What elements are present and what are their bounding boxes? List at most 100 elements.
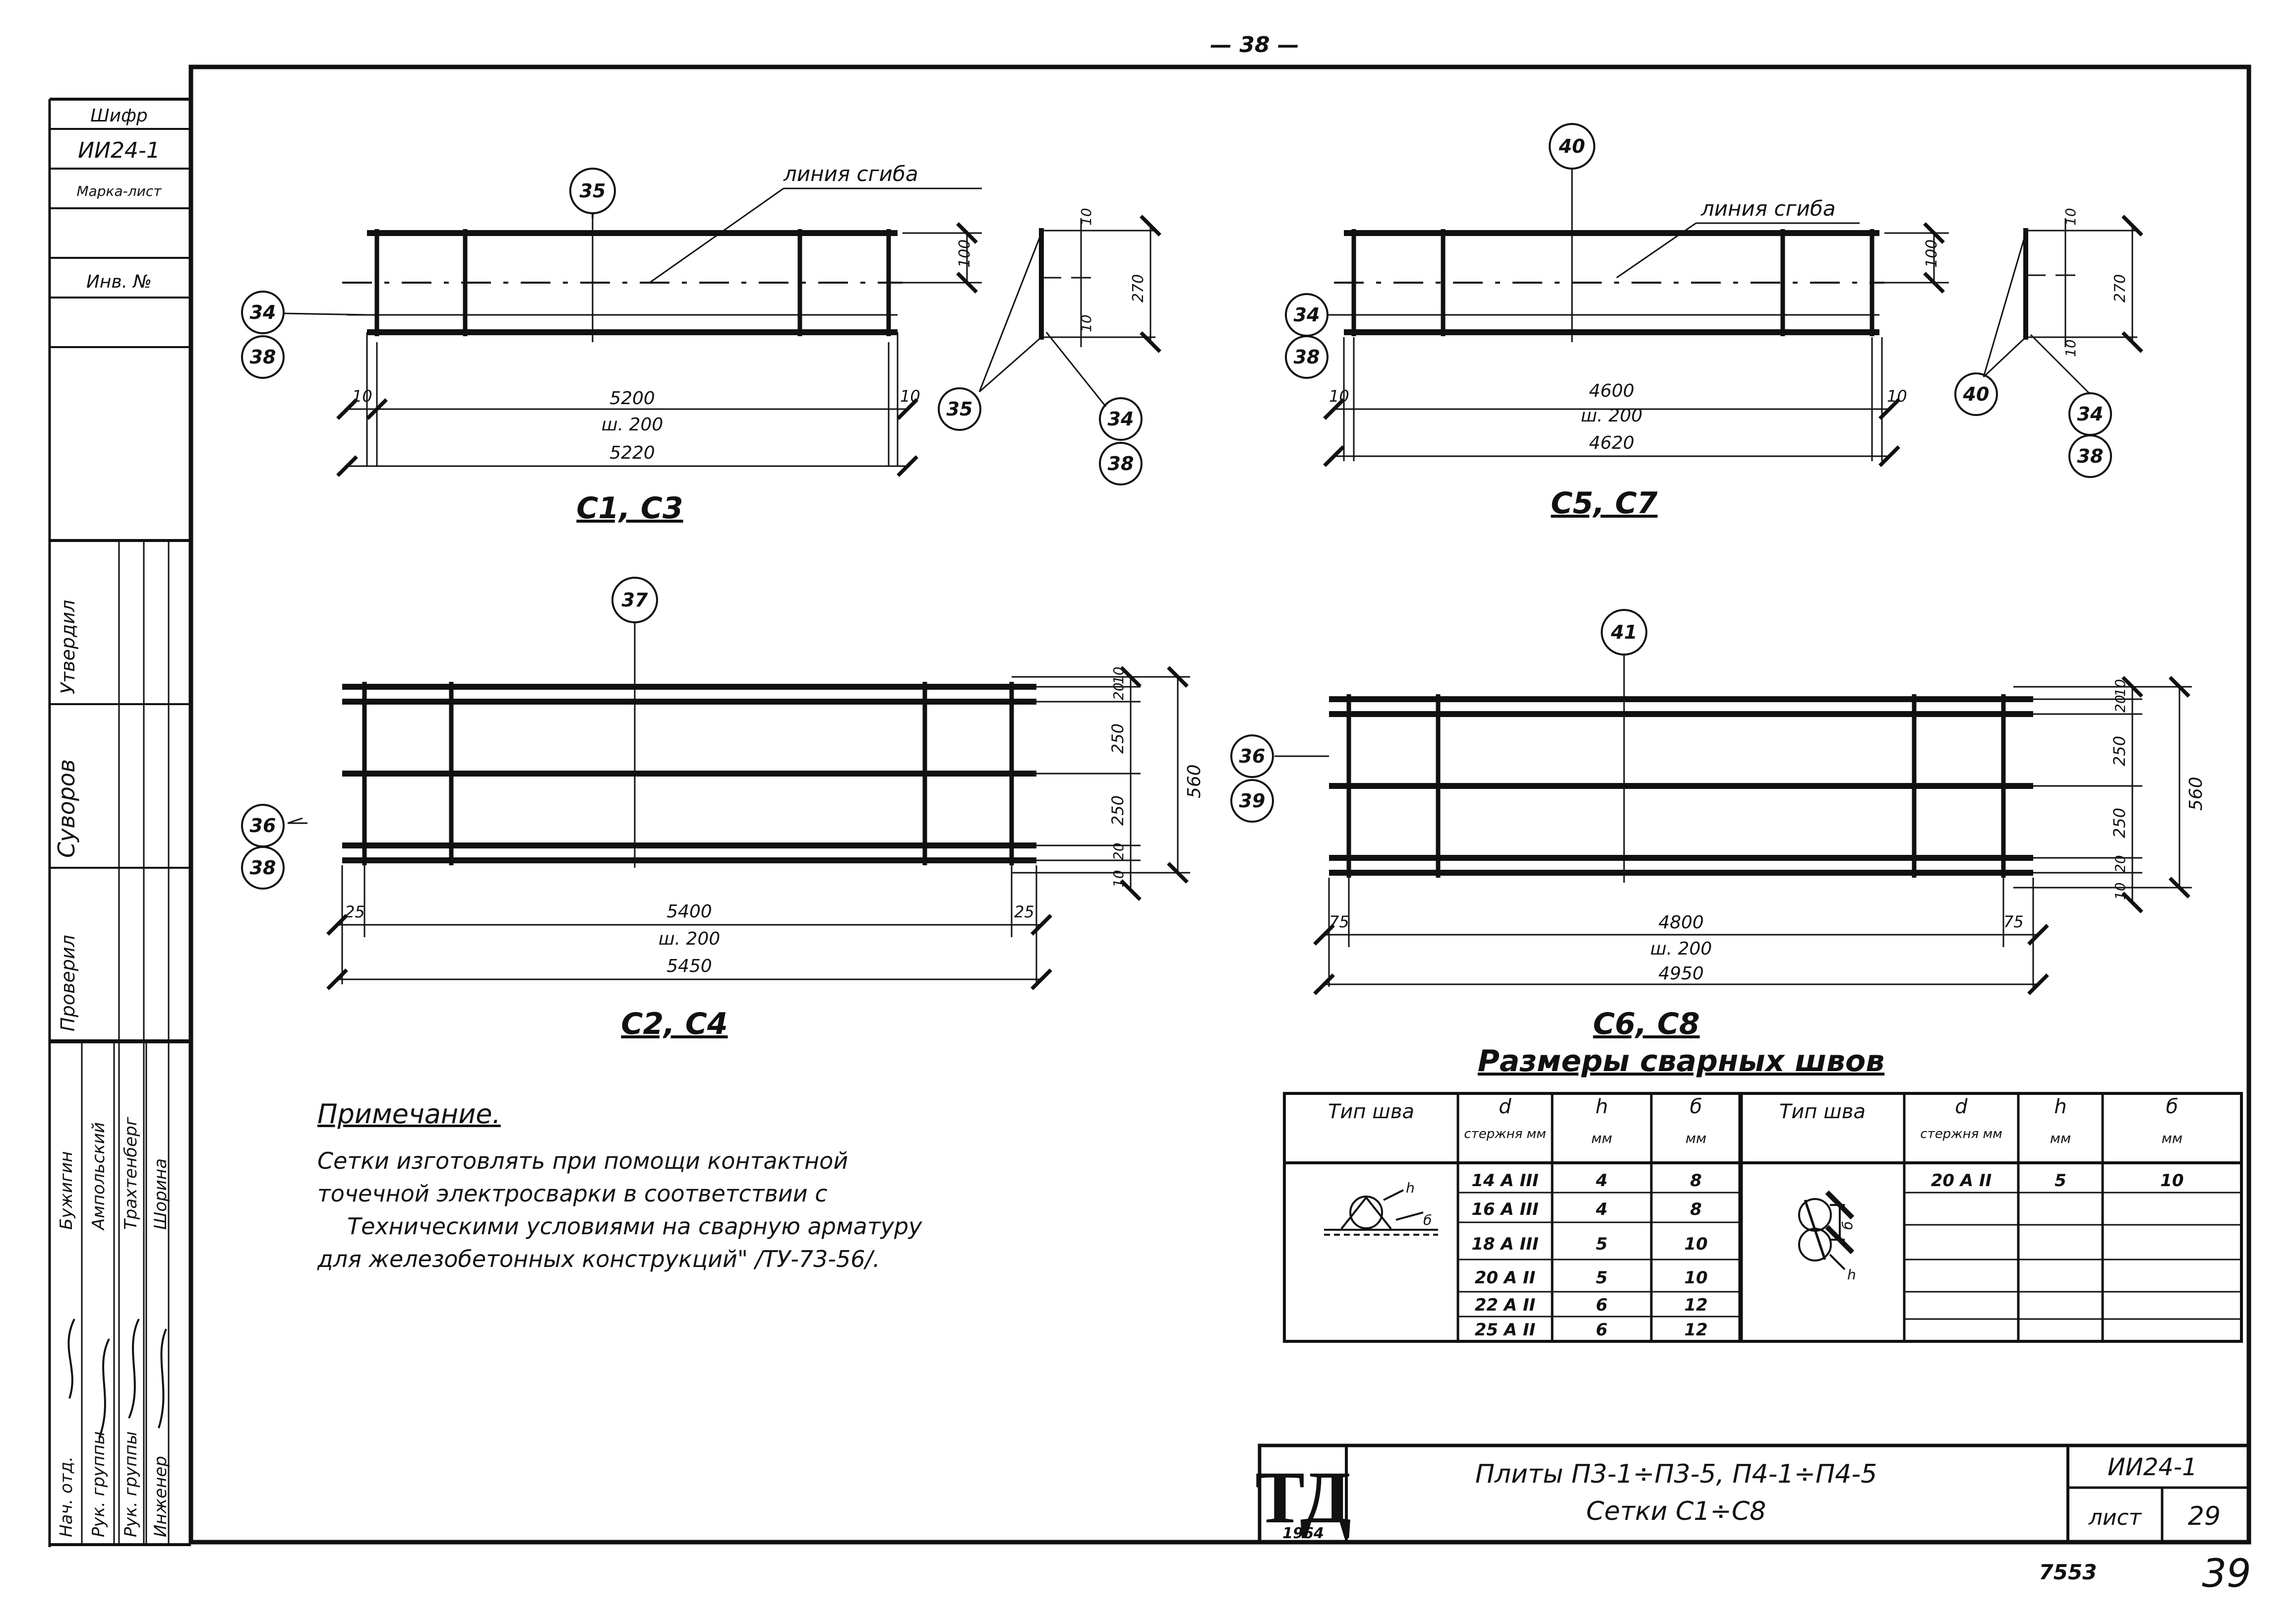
c1c3-pos-sec-a: 35: [947, 398, 973, 420]
logo-year: 1964: [1282, 1525, 1324, 1542]
note-line: Техническими условиями на сварную армату…: [347, 1213, 922, 1240]
c5c7-position-marks: [1285, 123, 2112, 478]
c6c8-side-3: 250: [2110, 808, 2129, 838]
c1c3-sec-top: 10: [1078, 208, 1094, 226]
sheet-number: 29: [2188, 1502, 2221, 1531]
table-cell: 8: [1690, 1171, 1702, 1191]
sheet-label: лист: [2088, 1505, 2142, 1530]
table-cell: 5: [1596, 1268, 1608, 1288]
mesh-c6c8: [1274, 655, 2192, 995]
c2c4-title: С2, С4: [621, 1007, 727, 1041]
c2c4-side-4: 20: [1110, 842, 1127, 860]
c1c3-sec-bot: 10: [1078, 314, 1094, 332]
weld-hdr-type-right: Тип шва: [1779, 1100, 1866, 1123]
weld-table-grid: [1283, 1092, 2243, 1343]
weld-hdr-h-right: h: [2054, 1095, 2066, 1118]
section-c5c7: [1983, 215, 2143, 395]
table-cell: 5: [1596, 1234, 1608, 1254]
table-cell: 10: [1684, 1268, 1707, 1288]
note-heading: Примечание.: [317, 1098, 501, 1130]
c5c7-pos-left-a: 34: [1294, 304, 1320, 326]
table-cell: 6: [1596, 1320, 1608, 1340]
weld-hdr-dsub-left: стержня мм: [1464, 1127, 1546, 1141]
c6c8-pos-left-b: 39: [1239, 790, 1266, 812]
c1c3-pos-top: 35: [580, 180, 606, 202]
note-line: Сетки изготовлять при помощи контактной: [317, 1147, 848, 1174]
mesh-c2c4: [287, 622, 1190, 990]
c6c8-side-4: 20: [2112, 855, 2128, 873]
c5c7-dim-pitch: ш. 200: [1581, 406, 1643, 426]
c6c8-dim-total: 4950: [1658, 963, 1704, 984]
approved-label: Утвердил: [57, 600, 79, 694]
cipher: ИИ24-1: [78, 138, 160, 163]
page-number-top: — 38 —: [1210, 32, 1299, 58]
name-2: Трахтенберг: [121, 1116, 141, 1230]
c5c7-pos-left-b: 38: [1294, 346, 1320, 368]
fillet-h-mark: h: [1406, 1180, 1415, 1196]
archive-number: 7553: [2039, 1560, 2097, 1584]
weld-hdr-b-right: б: [2166, 1095, 2178, 1118]
c1c3-dim-pitch: ш. 200: [602, 415, 664, 435]
c5c7-pos-top: 40: [1559, 135, 1585, 157]
mesh-c1c3: [336, 187, 982, 477]
table-cell: 14 А III: [1471, 1171, 1538, 1191]
left-strip: [48, 98, 191, 1547]
c6c8-dim-left: 75: [1329, 912, 1349, 931]
name-1: Ампольский: [89, 1122, 109, 1231]
weld-hdr-d-left: d: [1499, 1095, 1511, 1118]
role-3: Инженер: [151, 1456, 171, 1537]
page-number-bottom: 39: [2202, 1552, 2251, 1596]
c5c7-sec-bot: 10: [2062, 339, 2079, 357]
c2c4-side-5: 10: [1110, 870, 1127, 888]
title-block: [1258, 1443, 2251, 1544]
c2c4-side-3: 250: [1108, 795, 1127, 826]
checked-label: Проверил: [57, 935, 79, 1031]
note-line: точечной электросварки в соответствии с: [317, 1180, 828, 1207]
c6c8-dim-pitch: ш. 200: [1650, 939, 1712, 959]
weld-hdr-dsub-right: стержня мм: [1920, 1127, 2002, 1141]
weld-table-title: Размеры сварных швов: [1478, 1044, 1884, 1079]
c1c3-pos-sec-c: 38: [1108, 453, 1134, 475]
table-cell: 4: [1595, 1200, 1608, 1219]
c5c7-dim-left: 10: [1329, 387, 1349, 406]
table-cell: 22 А II: [1475, 1295, 1536, 1315]
weld-left-rows: 14 А III 4 8 16 А III 4 8 18 А III 5 10 …: [1471, 1171, 1707, 1340]
c2c4-side-0: 10: [1110, 666, 1127, 684]
c5c7-dim-right: 10: [1887, 387, 1907, 406]
approved-name: Суворов: [53, 759, 80, 858]
weld-hdr-hsub-right: мм: [2050, 1130, 2071, 1146]
c6c8-pos-left-a: 36: [1239, 745, 1266, 767]
weld-right-rows: 20 А II 5 10: [1931, 1171, 2184, 1191]
c2c4-dim-top: 5400: [666, 901, 712, 922]
name-0: Бужигин: [57, 1151, 76, 1230]
c6c8-position-marks: [1230, 609, 1647, 823]
table-cell: 25 А II: [1475, 1320, 1536, 1340]
c1c3-pos-sec-b: 34: [1108, 408, 1134, 430]
c2c4-pos-left-b: 38: [250, 857, 276, 879]
sheet-frame: [188, 64, 2251, 1545]
name-3: Шорина: [151, 1158, 171, 1230]
weld-hdr-bsub-left: мм: [1686, 1130, 1706, 1146]
c5c7-sec-top: 10: [2062, 208, 2079, 226]
note: Примечание. Сетки изготовлять при помощи…: [317, 1098, 1012, 1275]
c5c7-dim-100: 100: [1923, 240, 1940, 268]
c2c4-side-1: 20: [1110, 682, 1127, 700]
c6c8-side-2: 250: [2110, 736, 2129, 766]
weld-hdr-type-left: Тип шва: [1328, 1100, 1414, 1123]
c1c3-pos-left-a: 34: [250, 301, 276, 323]
lap-weld-sketch: [1798, 1190, 1855, 1270]
weld-hdr-d-right: d: [1955, 1095, 1968, 1118]
inv-label: Инв. №: [86, 272, 152, 292]
c1c3-title: С1, С3: [576, 491, 683, 526]
role-1: Рук. группы: [89, 1431, 109, 1537]
c2c4-side-2: 250: [1108, 723, 1127, 754]
title-line1: Плиты П3-1÷П3-5, П4-1÷П4-5: [1475, 1459, 1877, 1489]
logo-td: ТД: [1255, 1456, 1351, 1539]
weld-hdr-bsub-right: мм: [2162, 1130, 2182, 1146]
c5c7-sec-total: 270: [2112, 274, 2129, 302]
c6c8-side-total: 560: [2186, 777, 2206, 811]
c5c7-pos-sec-a: 40: [1963, 383, 1990, 405]
c2c4-dim-right: 25: [1014, 902, 1034, 921]
c6c8-dim-top: 4800: [1658, 912, 1704, 933]
